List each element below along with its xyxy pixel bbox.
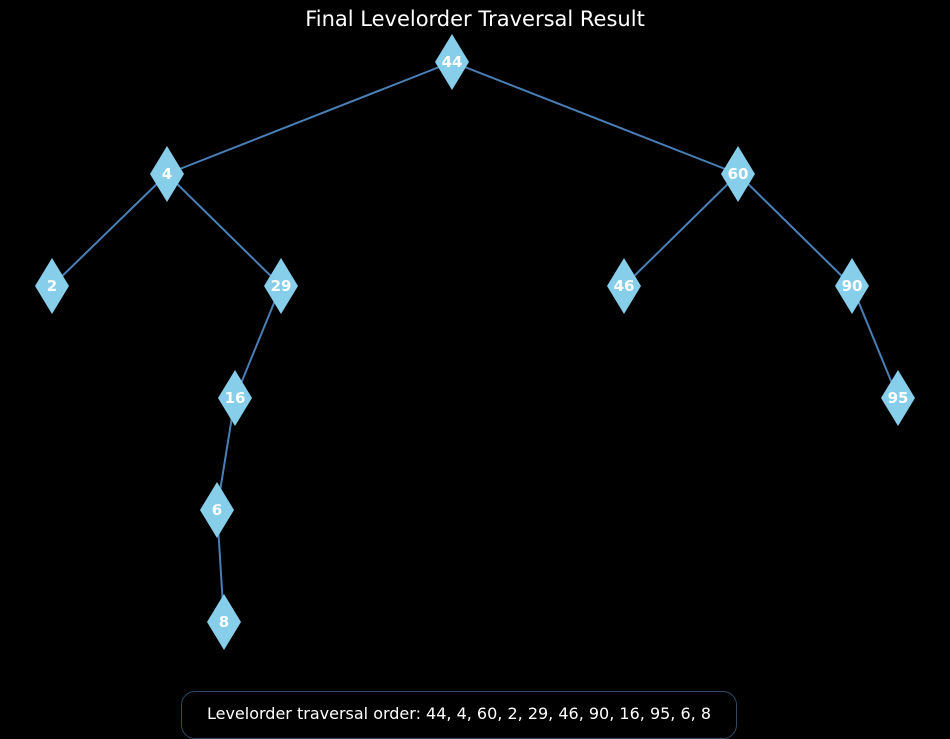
tree-edge-44-4 (166, 61, 453, 175)
tree-edge-44-60 (451, 61, 739, 175)
tree-edge-90-95 (851, 285, 899, 399)
tree-node-label: 4 (162, 165, 172, 183)
tree-node-95: 95 (881, 370, 915, 426)
tree-node-6: 6 (200, 482, 234, 538)
tree-node-2: 2 (35, 258, 69, 314)
diamond-node-shape (207, 594, 241, 650)
tree-node-label: 60 (728, 165, 749, 183)
tree-edge-60-90 (737, 173, 853, 287)
tree-node-29: 29 (264, 258, 298, 314)
tree-edge-29-16 (234, 285, 282, 399)
tree-node-label: 95 (888, 389, 909, 407)
tree-node-label: 44 (442, 53, 463, 71)
tree-node-44: 44 (435, 34, 469, 90)
tree-node-46: 46 (607, 258, 641, 314)
diamond-node-shape (835, 258, 869, 314)
diagram-title: Final Levelorder Traversal Result (305, 7, 645, 31)
tree-edge-4-29 (166, 173, 282, 287)
traversal-result-box: Levelorder traversal order: 44, 4, 60, 2… (181, 691, 737, 739)
tree-node-60: 60 (721, 146, 755, 202)
diamond-node-shape (35, 258, 69, 314)
diamond-node-shape (435, 34, 469, 90)
diamond-node-shape (150, 146, 184, 202)
tree-node-8: 8 (207, 594, 241, 650)
diamond-node-shape (218, 370, 252, 426)
tree-node-label: 6 (212, 501, 222, 519)
diamond-node-shape (200, 482, 234, 538)
traversal-result-text: Levelorder traversal order: 44, 4, 60, 2… (206, 704, 711, 723)
diamond-node-shape (721, 146, 755, 202)
tree-node-label: 29 (271, 277, 292, 295)
tree-node-4: 4 (150, 146, 184, 202)
tree-edge-60-46 (623, 173, 739, 287)
tree-node-label: 8 (219, 613, 229, 631)
tree-node-label: 90 (842, 277, 863, 295)
tree-node-16: 16 (218, 370, 252, 426)
diamond-node-shape (607, 258, 641, 314)
tree-node-label: 16 (225, 389, 246, 407)
tree-edge-4-2 (51, 173, 168, 287)
diamond-node-shape (881, 370, 915, 426)
diamond-node-shape (264, 258, 298, 314)
tree-node-90: 90 (835, 258, 869, 314)
tree-node-label: 46 (614, 277, 635, 295)
tree-node-label: 2 (47, 277, 57, 295)
edges-layer (51, 61, 899, 623)
